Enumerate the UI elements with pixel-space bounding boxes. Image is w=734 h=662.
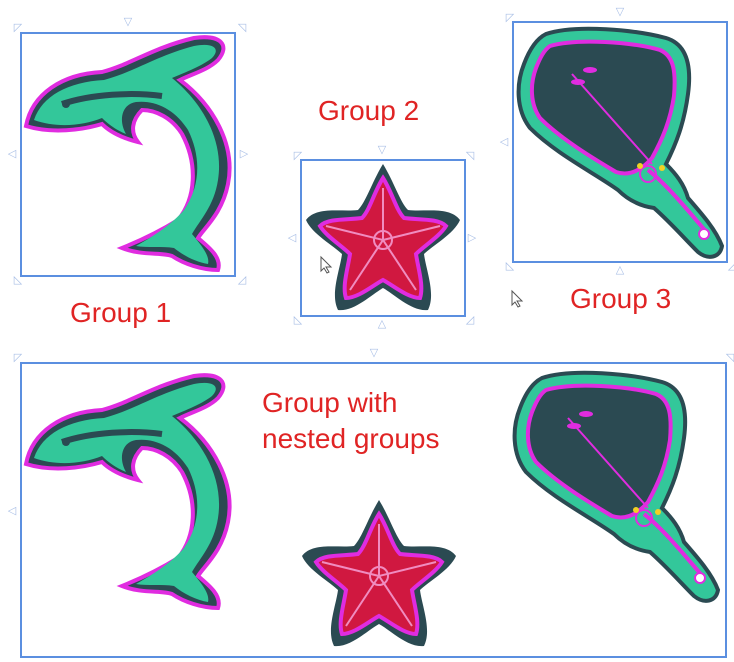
group-3-handle-top[interactable]: ▽ — [614, 6, 626, 18]
nested-dolphin-icon[interactable] — [22, 372, 234, 612]
nested-group-handle-left[interactable]: ◁ — [6, 505, 18, 517]
nested-group-label-line1: Group with — [262, 386, 397, 420]
group-2-handle-br[interactable]: ◿ — [464, 314, 476, 326]
nested-group-handle-tl[interactable]: ◸ — [12, 352, 24, 364]
nested-starfish-icon[interactable] — [300, 498, 458, 650]
group-2-handle-bl[interactable]: ◺ — [292, 314, 304, 326]
group-3-handle-tl[interactable]: ◸ — [504, 12, 516, 24]
group-2-handle-left[interactable]: ◁ — [286, 232, 298, 244]
group-2-handle-top[interactable]: ▽ — [376, 144, 388, 156]
nested-stingray-icon[interactable] — [512, 368, 720, 604]
group-2-label: Group 2 — [318, 94, 419, 128]
group-2-handle-bottom[interactable]: △ — [376, 318, 388, 330]
stingray-design-icon[interactable] — [516, 24, 724, 260]
group-3-handle-bottom[interactable]: △ — [614, 264, 626, 276]
group-3-handle-left[interactable]: ◁ — [498, 136, 510, 148]
group-1-handle-bl[interactable]: ◺ — [12, 274, 24, 286]
mouse-pointer-icon — [320, 256, 334, 274]
group-3-handle-br[interactable]: ◿ — [726, 260, 734, 272]
starfish-design-icon[interactable] — [304, 162, 462, 314]
nested-group-handle-tr[interactable]: ◹ — [724, 352, 734, 364]
group-1-handle-tl[interactable]: ◸ — [12, 22, 24, 34]
group-2-handle-right[interactable]: ▷ — [466, 232, 478, 244]
mouse-pointer-icon — [511, 290, 525, 308]
group-1-handle-top[interactable]: ▽ — [122, 16, 134, 28]
group-1-label: Group 1 — [70, 296, 171, 330]
nested-group-label-line2: nested groups — [262, 422, 439, 456]
group-2-handle-tl[interactable]: ◸ — [292, 150, 304, 162]
group-1-handle-br[interactable]: ◿ — [236, 274, 248, 286]
group-3-label: Group 3 — [570, 282, 671, 316]
group-3-handle-bl[interactable]: ◺ — [504, 260, 516, 272]
group-1-handle-left[interactable]: ◁ — [6, 148, 18, 160]
group-1-handle-right[interactable]: ▷ — [238, 148, 250, 160]
group-1-handle-tr[interactable]: ◹ — [236, 22, 248, 34]
dolphin-design-icon[interactable] — [22, 34, 234, 274]
group-2-handle-tr[interactable]: ◹ — [464, 150, 476, 162]
nested-group-handle-top[interactable]: ▽ — [368, 347, 380, 359]
